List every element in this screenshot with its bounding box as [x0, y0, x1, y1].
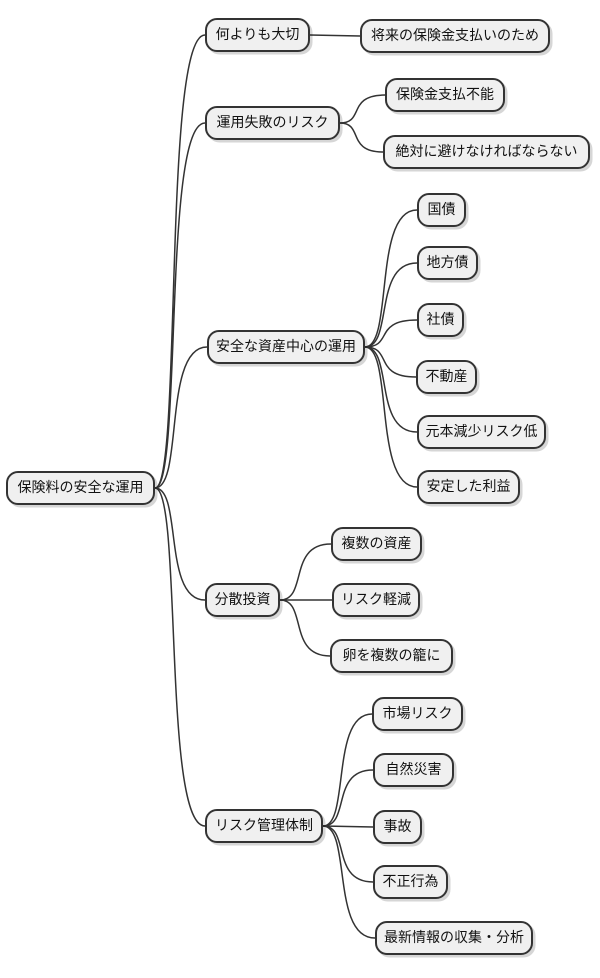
mindmap-node-l2b: 絶対に避けなければならない	[383, 135, 590, 169]
mindmap-node-label: 不動産	[425, 369, 468, 385]
mindmap-node-l5d: 不正行為	[373, 865, 448, 899]
mindmap-edge-b5-l5c	[322, 825, 374, 828]
mindmap-node-l5b: 自然災害	[373, 753, 454, 787]
mindmap-node-b1: 何よりも大切	[205, 18, 310, 52]
mindmap-node-l4a: 複数の資産	[331, 527, 422, 561]
mindmap-edge-b5-l5a	[322, 713, 373, 827]
mindmap-node-label: 卵を複数の籠に	[342, 648, 441, 664]
mindmap-node-label: リスク軽減	[341, 592, 411, 608]
mindmap-edge-b1-l1a	[309, 34, 361, 37]
mindmap-node-label: 不正行為	[382, 874, 439, 890]
mindmap-node-l3d: 不動産	[416, 360, 477, 394]
mindmap-node-label: 自然災害	[385, 762, 442, 778]
mindmap-edge-b3-l3c	[364, 319, 418, 348]
mindmap-edge-b3-l3d	[364, 346, 417, 378]
mindmap-node-l5a: 市場リスク	[372, 697, 463, 731]
mindmap-node-l5e: 最新情報の収集・分析	[375, 921, 533, 955]
mindmap-node-label: 市場リスク	[382, 706, 453, 722]
mindmap-node-label: 分散投資	[214, 592, 271, 608]
mindmap-node-b4: 分散投資	[205, 583, 280, 617]
mindmap-node-l3c: 社債	[417, 303, 464, 337]
mindmap-node-b3: 安全な資産中心の運用	[207, 330, 365, 364]
mindmap-edge-b3-l3a	[364, 209, 418, 348]
mindmap-edge-b5-l5e	[322, 825, 376, 939]
mindmap-node-label: 元本減少リスク低	[425, 424, 538, 440]
mindmap-node-label: 安定した利益	[426, 479, 511, 495]
mindmap-edge-b3-l3b	[364, 262, 418, 348]
mindmap-node-label: 事故	[383, 819, 412, 835]
mindmap-edge-b5-l5b	[322, 769, 374, 827]
mindmap-edge-b3-l3f	[364, 346, 418, 488]
mindmap-edge-root-b4	[154, 487, 206, 601]
mindmap-node-label: 国債	[427, 202, 456, 218]
mindmap-edge-b4-l4c	[279, 599, 331, 657]
mindmap-node-label: 絶対に避けなければならない	[395, 144, 578, 160]
mindmap-node-label: 複数の資産	[341, 536, 412, 552]
mindmap-node-l4b: リスク軽減	[332, 583, 420, 617]
mindmap-node-b5: リスク管理体制	[205, 809, 323, 843]
mindmap-edge-b4-l4a	[279, 543, 332, 601]
mindmap-node-root: 保険料の安全な運用	[6, 471, 155, 505]
mindmap-node-label: リスク管理体制	[215, 818, 313, 834]
mindmap-node-l3f: 安定した利益	[417, 470, 520, 504]
mindmap-node-l3e: 元本減少リスク低	[417, 415, 546, 449]
mindmap-edge-root-b5	[154, 487, 206, 827]
mindmap-node-label: 安全な資産中心の運用	[216, 339, 356, 355]
mindmap-node-b2: 運用失敗のリスク	[205, 106, 340, 140]
mindmap-edge-b3-l3e	[364, 346, 418, 433]
mindmap-edge-b2-l2b	[339, 122, 384, 153]
mindmap-node-label: 運用失敗のリスク	[216, 115, 329, 131]
mindmap-edge-b2-l2a	[339, 94, 386, 124]
mindmap-node-label: 社債	[426, 312, 455, 328]
mindmap-node-label: 最新情報の収集・分析	[384, 930, 524, 946]
mindmap-node-l5c: 事故	[373, 810, 422, 844]
mindmap-node-l4c: 卵を複数の籠に	[330, 639, 453, 673]
mindmap-node-l1a: 将来の保険金支払いのため	[360, 19, 550, 53]
mindmap-edge-root-b3	[154, 346, 208, 489]
mindmap-node-label: 保険料の安全な運用	[17, 480, 144, 496]
mindmap-node-label: 地方債	[426, 255, 469, 271]
mindmap-node-l3b: 地方債	[417, 246, 478, 280]
mindmap-node-label: 保険金支払不能	[396, 87, 494, 103]
mindmap-node-l3a: 国債	[417, 193, 466, 227]
mindmap-node-label: 将来の保険金支払いのため	[371, 28, 539, 44]
mindmap-node-label: 何よりも大切	[215, 27, 300, 43]
mindmap-node-l2a: 保険金支払不能	[385, 78, 505, 112]
mindmap-edge-root-b2	[154, 122, 206, 489]
mindmap-edge-root-b1	[154, 34, 206, 489]
mindmap-edge-b5-l5d	[322, 825, 374, 883]
